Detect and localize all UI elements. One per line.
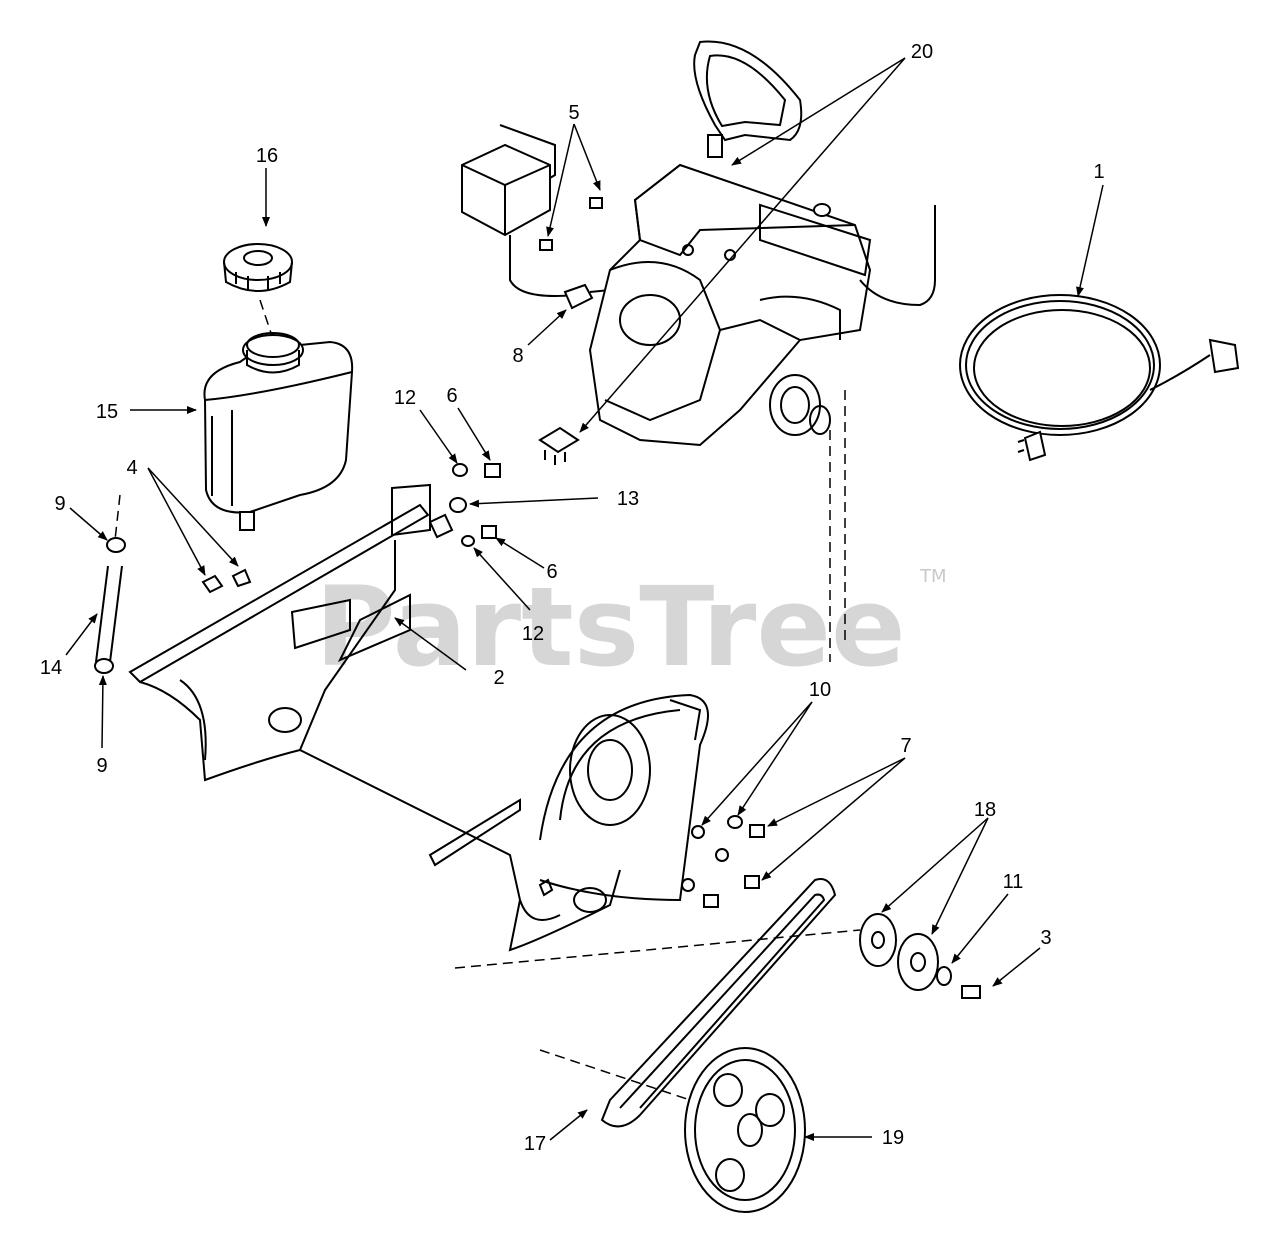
- pulley: [684, 1047, 806, 1213]
- callout-labels: 1 2 3 4 5 6 6 7 8 9 9 10 11 12 12 13 14 …: [40, 41, 1105, 1155]
- callout-17: 17: [524, 1133, 546, 1155]
- drive-bolts: [681, 815, 765, 908]
- callout-8: 8: [512, 345, 523, 367]
- callout-11: 11: [1003, 871, 1024, 893]
- callout-15: 15: [96, 401, 118, 423]
- callout-3: 3: [1040, 927, 1051, 949]
- callout-20: 20: [911, 41, 933, 63]
- callout-1: 1: [1093, 161, 1104, 183]
- callout-4: 4: [126, 457, 137, 479]
- extension-cord: [959, 294, 1240, 462]
- fuel-line: [94, 537, 126, 674]
- pulley-hardware: [859, 913, 981, 999]
- leader-lines: [65, 57, 1104, 1141]
- drive-belt: [600, 878, 837, 1128]
- watermark-text: PartsTree: [315, 563, 906, 691]
- callout-19: 19: [882, 1127, 904, 1149]
- callout-12b: 12: [522, 623, 544, 645]
- fuel-fittings: [201, 568, 252, 594]
- mounting-hardware: [428, 463, 501, 547]
- callout-9b: 9: [96, 755, 107, 777]
- callout-13: 13: [617, 488, 639, 510]
- fuel-tank: [203, 332, 354, 531]
- switch: [563, 283, 611, 310]
- fuel-cap-guide-line: [259, 299, 273, 337]
- watermark-trademark: TM: [919, 566, 947, 587]
- fuel-line-guide-line: [114, 494, 121, 541]
- drive-housing: [539, 693, 709, 902]
- callout-2: 2: [493, 667, 504, 689]
- callout-12a: 12: [394, 387, 416, 409]
- control-bracket: [461, 124, 603, 297]
- callout-7: 7: [900, 735, 911, 757]
- callout-16: 16: [256, 145, 278, 167]
- rectifier: [538, 426, 580, 465]
- fuel-cap: [223, 243, 293, 292]
- callout-6a: 6: [446, 385, 457, 407]
- belt-guide-line: [539, 1049, 691, 1101]
- callout-9a: 9: [54, 493, 65, 515]
- engine: [588, 40, 936, 447]
- frame-assembly: [128, 483, 621, 952]
- callout-5: 5: [568, 102, 579, 124]
- callout-18: 18: [974, 799, 996, 821]
- callout-10: 10: [809, 679, 831, 701]
- callout-14: 14: [40, 657, 62, 679]
- callout-6b: 6: [546, 561, 557, 583]
